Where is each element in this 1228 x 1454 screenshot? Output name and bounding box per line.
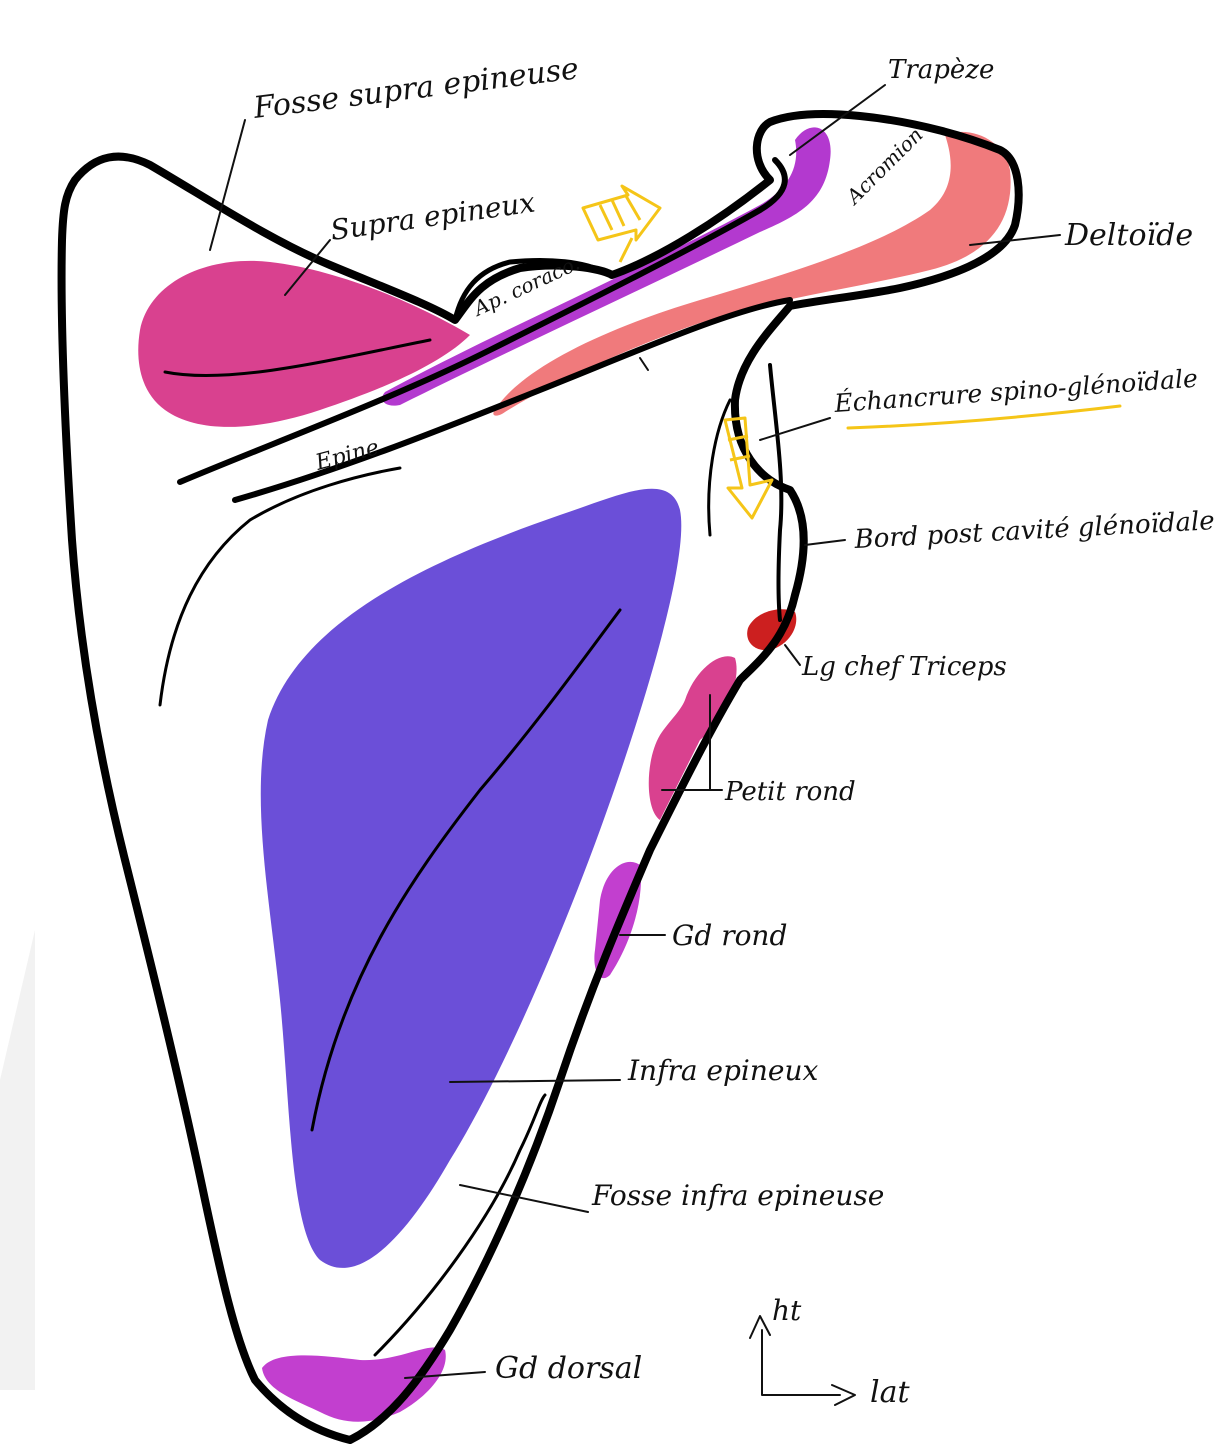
label-gd-rond: Gd rond bbox=[672, 919, 787, 952]
label-infra-epineux: Infra epineux bbox=[627, 1054, 819, 1087]
spine-inner-edge bbox=[163, 338, 432, 378]
label-acromion: Acromion bbox=[840, 123, 927, 210]
spine-lower-border bbox=[232, 297, 793, 503]
label-epine: Epine bbox=[312, 435, 382, 476]
glenoid-edge-2 bbox=[768, 363, 784, 622]
label-lg-chef-triceps: Lg chef Triceps bbox=[801, 652, 1007, 682]
leader-echancrure bbox=[759, 417, 831, 441]
label-deltoide: Deltoïde bbox=[1064, 218, 1193, 253]
label-axis-right: lat bbox=[870, 1375, 910, 1410]
inner-lateral-border bbox=[158, 466, 402, 707]
label-fosse-infra-epineuse: Fosse infra epineuse bbox=[591, 1179, 884, 1212]
infra-epineux-muscle bbox=[260, 488, 682, 1268]
spine-of-scapula bbox=[177, 157, 788, 485]
leader-fosse-infra bbox=[459, 1184, 589, 1213]
label-axis-up: ht bbox=[772, 1294, 802, 1327]
infra-fossa-ridge bbox=[310, 608, 622, 1132]
leader-bord-post bbox=[804, 539, 846, 546]
leader-trapeze bbox=[789, 84, 886, 156]
label-fosse-supra-epineuse: Fosse supra epineuse bbox=[251, 51, 581, 126]
background-wedge bbox=[0, 930, 35, 1390]
nerve-arrow-echancrure bbox=[723, 416, 774, 520]
label-petit-rond: Petit rond bbox=[724, 777, 856, 807]
supra-epineux-muscle bbox=[138, 260, 470, 427]
spine-tick-mark bbox=[639, 357, 649, 371]
leader-infra-epineux bbox=[449, 1079, 621, 1083]
lower-lateral-inner-line bbox=[373, 1093, 547, 1357]
deltoide-muscle bbox=[493, 131, 1011, 416]
label-bord-post: Bord post cavité glénoïdale bbox=[853, 506, 1216, 555]
petit-rond-muscle bbox=[648, 656, 737, 820]
orientation-axes bbox=[749, 1315, 856, 1406]
label-gd-dorsal: Gd dorsal bbox=[495, 1351, 642, 1386]
label-trapeze: Trapèze bbox=[888, 55, 994, 85]
nerve-arrow-supra bbox=[581, 184, 662, 263]
label-echancrure: Échancrure spino-glénoïdale bbox=[832, 364, 1198, 418]
leader-fosse-supra bbox=[209, 119, 246, 251]
leader-gd-dorsal bbox=[404, 1371, 486, 1379]
echancrure-underline bbox=[846, 404, 1122, 430]
leader-deltoide bbox=[969, 234, 1061, 246]
coracoid-process bbox=[452, 258, 606, 323]
leader-supra-epineux bbox=[284, 239, 331, 296]
label-supra-epineux: Supra epineux bbox=[328, 186, 537, 247]
glenoid-edge-1 bbox=[707, 398, 732, 537]
leader-lg-chef bbox=[784, 644, 801, 666]
